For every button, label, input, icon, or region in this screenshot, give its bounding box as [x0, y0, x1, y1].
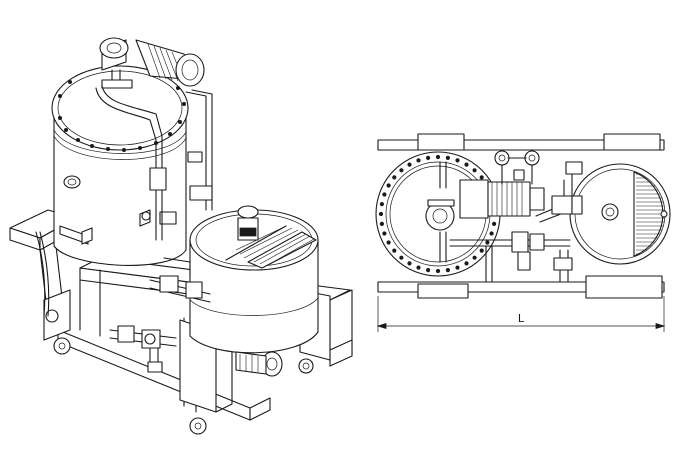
plan-gauges [439, 150, 540, 189]
tank-piping [95, 85, 213, 241]
hose [35, 231, 46, 317]
dimension-label-length: L [518, 312, 525, 325]
length-dimension: L [376, 296, 666, 332]
plan-frame [377, 133, 665, 299]
plan-motor [425, 179, 545, 231]
plan-piping [439, 161, 583, 283]
plan-small-tank [569, 163, 671, 265]
small-tank [189, 205, 319, 377]
casters [45, 309, 314, 435]
lower-manifold [109, 257, 211, 373]
top-motor [99, 37, 205, 89]
large-tank [51, 65, 189, 266]
isometric-view [9, 37, 353, 435]
plan-view: L [375, 133, 671, 332]
